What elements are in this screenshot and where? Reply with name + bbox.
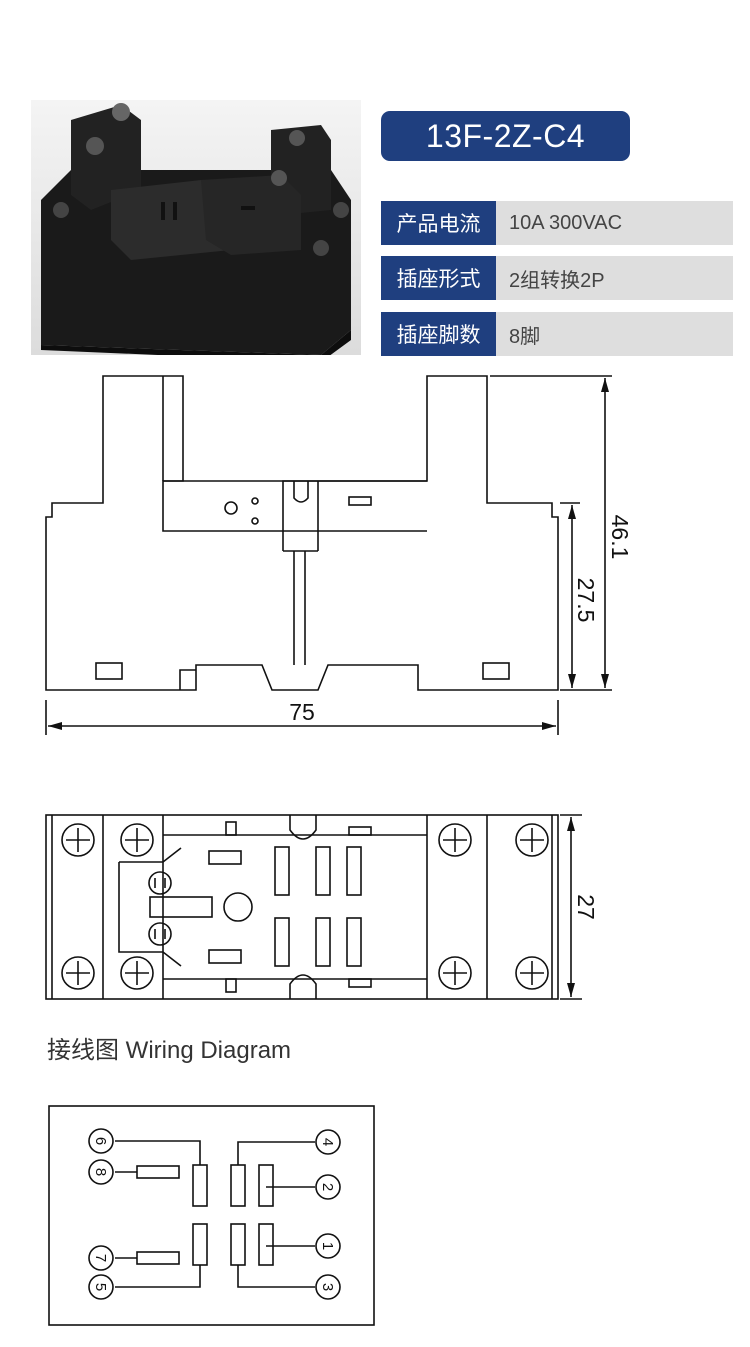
spec-value-current: 10A 300VAC: [509, 211, 623, 234]
pin-label-7: 7: [92, 1254, 109, 1262]
spec-value-type: 2组转换2P: [509, 269, 605, 292]
pin-label-5: 5: [92, 1283, 109, 1291]
spec-key-pins: 插座脚数: [381, 312, 496, 356]
top-view-drawing: [45, 814, 582, 1000]
spec-row-current: 产品电流 10A 300VAC: [381, 201, 733, 245]
dimension-base-height-label: 27.5: [573, 578, 599, 623]
relay-socket-illustration: [41, 103, 351, 355]
wiring-diagram: [48, 1105, 375, 1326]
pin-label-6: 6: [92, 1137, 109, 1145]
spec-value-pins: 8脚: [509, 325, 541, 348]
pin-label-1: 1: [319, 1242, 336, 1250]
spec-row-type: 插座形式 2组转换2P: [381, 256, 733, 300]
spec-key-type: 插座形式: [381, 256, 496, 300]
pin-label-3: 3: [319, 1283, 336, 1291]
dimension-height-label: 46.1: [607, 515, 633, 560]
pin-label-2: 2: [319, 1183, 336, 1191]
front-view-drawing: [45, 375, 612, 735]
dimension-width-label: 75: [289, 699, 315, 725]
pin-label-8: 8: [92, 1168, 109, 1176]
pin-label-4: 4: [319, 1138, 336, 1146]
terminal-screw-icons: [61, 823, 549, 990]
dimension-depth-label: 27: [573, 894, 599, 920]
wiring-diagram-title: 接线图 Wiring Diagram: [47, 1037, 292, 1064]
model-title: 13F-2Z-C4: [381, 111, 630, 161]
product-photo: [31, 100, 361, 355]
spec-key-current: 产品电流: [381, 201, 496, 245]
spec-row-pins: 插座脚数 8脚: [381, 312, 733, 356]
